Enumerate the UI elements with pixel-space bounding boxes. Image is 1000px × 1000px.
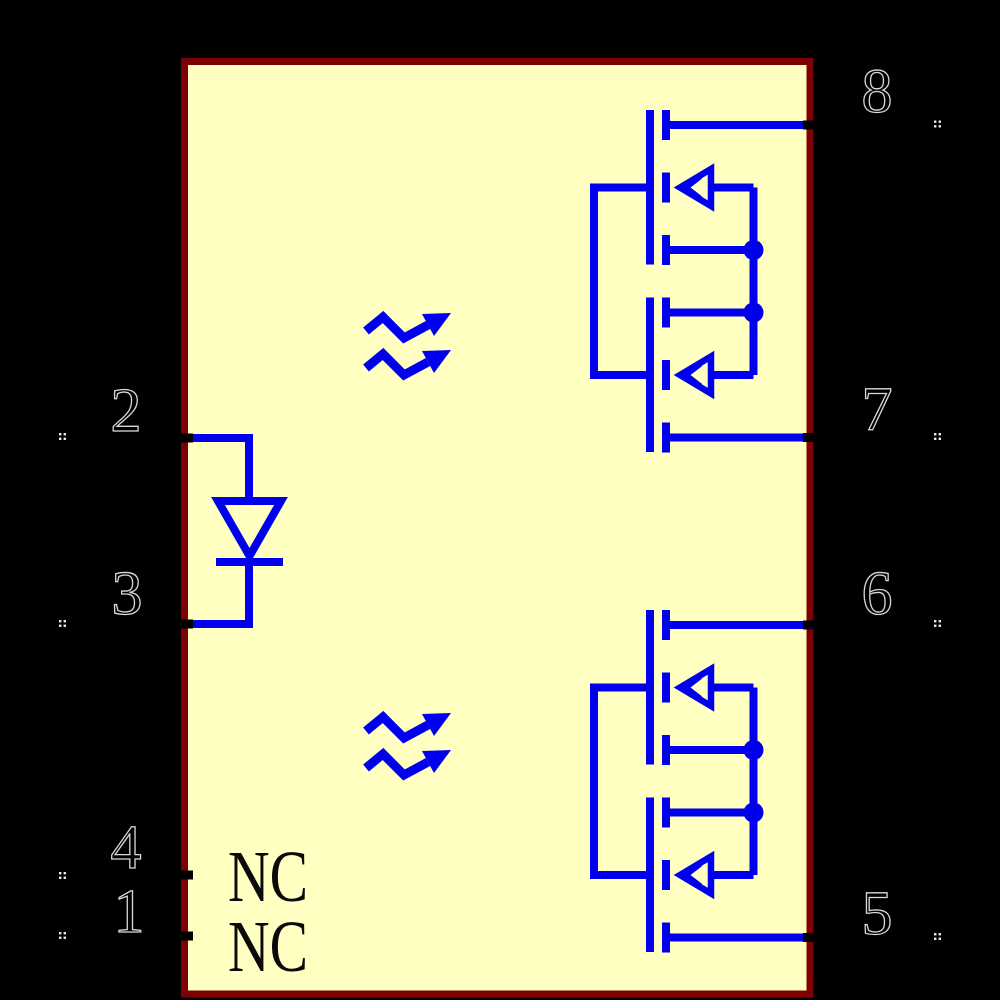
pin-number: 6 [862, 560, 893, 628]
pin-1[interactable]: 1 [59, 877, 193, 947]
pin-2[interactable]: 2 [59, 376, 193, 446]
nc-label-pin1: NC [228, 906, 308, 987]
pin-5[interactable]: 5 [803, 879, 941, 949]
pin-stub [803, 933, 817, 942]
pin-stub [179, 433, 193, 443]
pin-7[interactable]: 7 [803, 375, 941, 445]
pin-number: 1 [114, 878, 145, 946]
pin-number: 5 [862, 880, 893, 948]
no-connect-labels: NC NC [228, 836, 308, 987]
diode-triangle [211, 497, 288, 565]
pin-number: 4 [111, 814, 142, 882]
anode-wire [184, 434, 253, 502]
input-diode [184, 434, 288, 628]
pin-number: 7 [862, 376, 893, 444]
pin-number: 8 [862, 58, 893, 126]
pin-8[interactable]: 8 [803, 57, 941, 130]
nc-label-pin4: NC [228, 836, 308, 917]
pin-number: 2 [111, 377, 142, 445]
pin-stub [803, 120, 817, 130]
pin-stub [179, 931, 193, 941]
cathode-wire [184, 558, 283, 628]
pin-4[interactable]: 4 [59, 813, 193, 883]
pin-stub [179, 619, 193, 629]
pin-stub [803, 620, 817, 630]
pin-stub [803, 433, 817, 442]
component-body[interactable] [181, 58, 814, 998]
pin-number: 3 [112, 560, 143, 628]
pin-3[interactable]: 3 [59, 559, 193, 629]
pin-6[interactable]: 6 [803, 559, 941, 630]
pin-stub [179, 870, 193, 880]
